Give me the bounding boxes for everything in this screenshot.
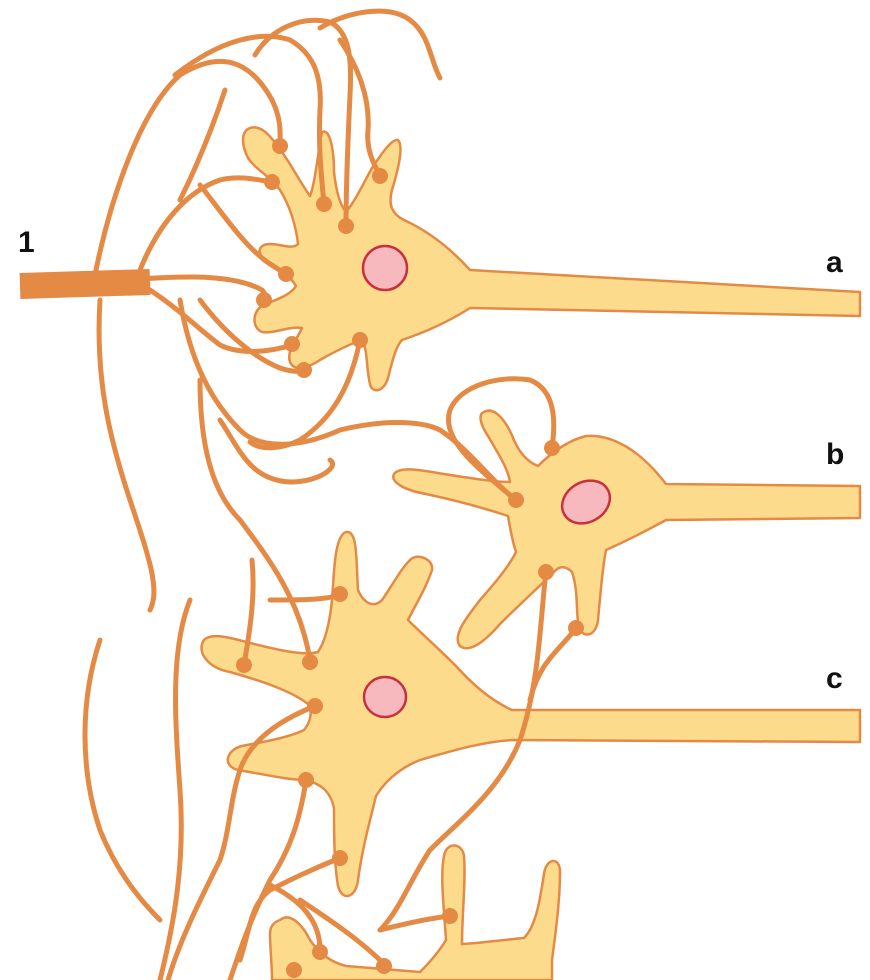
synapse-terminal [302,654,318,670]
axon-branch [95,61,280,275]
synapse-terminal [236,657,252,673]
axon-branch [270,594,340,600]
input-axon-trunk [20,282,150,286]
synapse-terminal [372,168,388,184]
synapse-terminal [284,336,300,352]
synapse-terminal [256,292,272,308]
neuron-b-label: b [826,440,844,470]
axon-branch [320,11,440,78]
synapse-terminal [278,266,294,282]
synapse-terminal [272,138,288,154]
neuron-c-nucleus [364,677,406,717]
synapse-terminal [332,850,348,866]
neuron-a-label: a [826,248,843,278]
synapse-terminal [508,492,524,508]
axon-branch [180,90,225,200]
synapse-terminal [376,958,392,974]
synapse-terminal [316,196,332,212]
synapse-terminal [296,362,312,378]
axon-branch [85,640,160,920]
synapse-terminal [264,174,280,190]
synapse-terminal [338,218,354,234]
neuron-c-label: c [826,664,843,694]
synapse-terminal [307,698,323,714]
axon-branch [99,300,154,610]
axon-branch [160,600,190,980]
synapse-terminal [538,564,554,580]
axon-branch [200,380,310,660]
synapse-terminal [298,772,314,788]
synapse-terminal [352,332,368,348]
input-fiber-label: 1 [18,228,35,258]
synapse-terminal [286,962,302,978]
synapse-terminal [312,944,328,960]
synapse-terminal [442,908,458,924]
synapse-terminal [568,620,584,636]
neuron-d-body [270,846,560,980]
neuron-a-body [243,127,860,390]
synapse-terminal [544,440,560,456]
synapse-terminal [332,586,348,602]
neuron-a-nucleus [363,246,407,290]
